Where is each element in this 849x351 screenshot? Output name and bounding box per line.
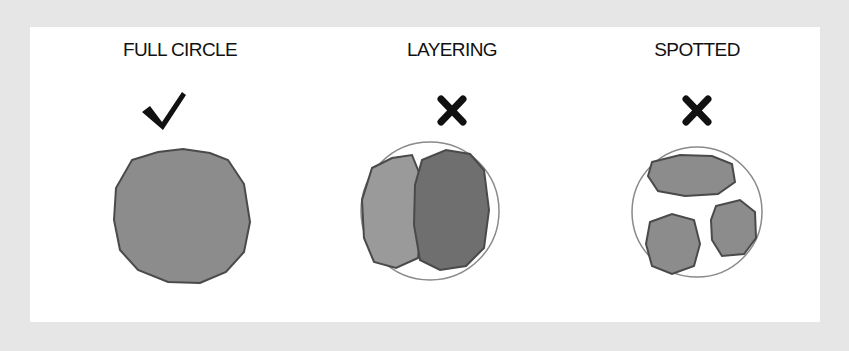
cross-mark: [686, 99, 708, 122]
spot-blob: [646, 214, 700, 274]
spot-blob: [711, 200, 756, 256]
circle-outline: [361, 142, 499, 280]
cross-mark: [441, 99, 463, 122]
layer-blob: [414, 150, 489, 270]
option-label: FULL CIRCLE: [123, 40, 237, 61]
check-mark: [142, 92, 186, 130]
full-blob: [114, 149, 250, 283]
spot-blob: [648, 155, 735, 196]
layer-blob: [362, 155, 421, 268]
option-label: SPOTTED: [654, 40, 740, 61]
option-label: LAYERING: [407, 40, 497, 61]
circle-outline: [632, 147, 762, 277]
